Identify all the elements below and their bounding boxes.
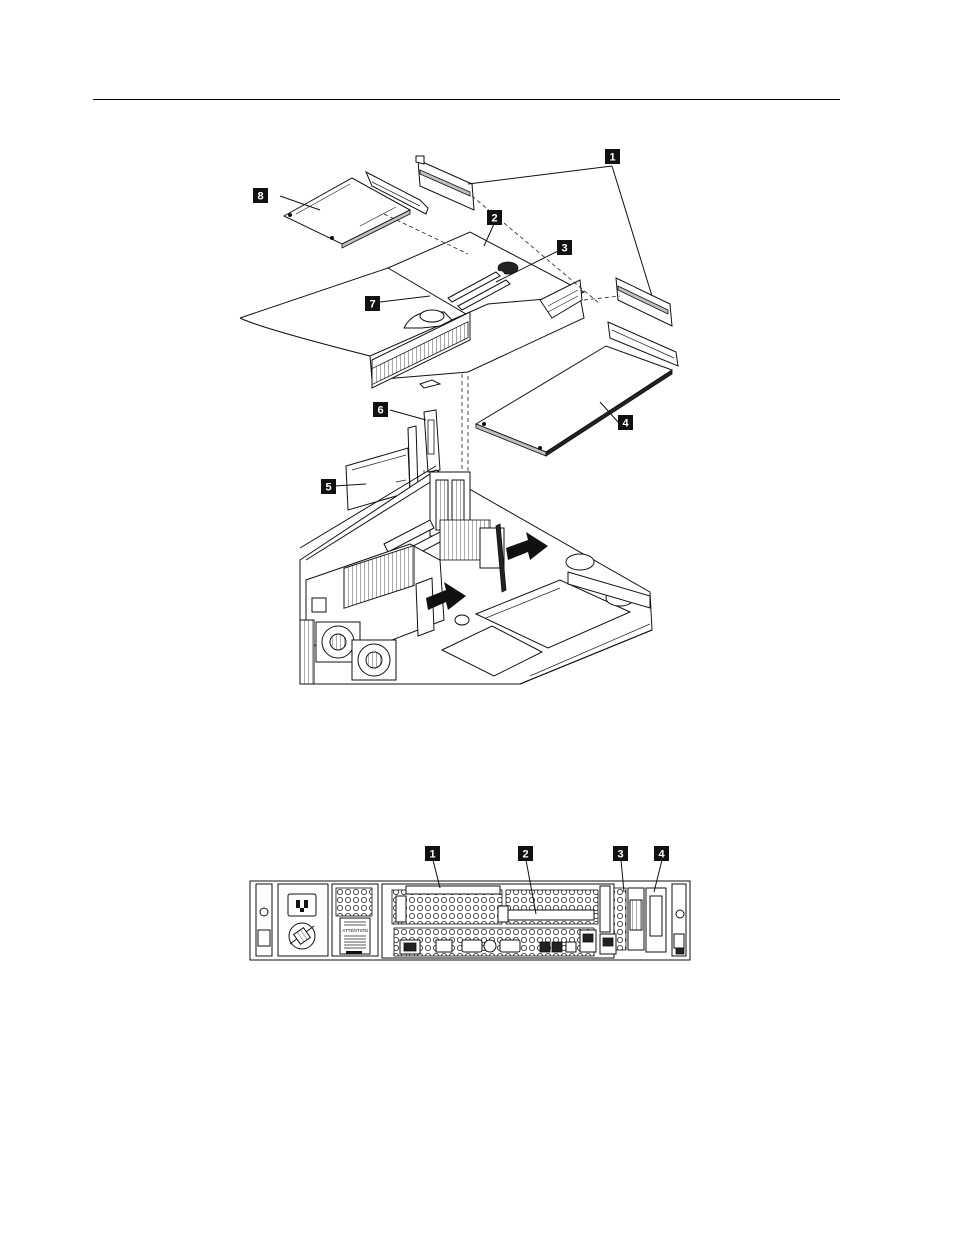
svg-text:3: 3 xyxy=(617,849,623,861)
callout-8: 8 xyxy=(253,188,268,203)
callout-4: 4 xyxy=(618,415,633,430)
callout-6: 6 xyxy=(373,402,388,417)
power-supply-filler: ATTENTION xyxy=(332,884,378,956)
svg-text:1: 1 xyxy=(429,849,435,861)
power-supply xyxy=(278,884,328,956)
callout-7: 7 xyxy=(365,296,380,311)
callout-5: 5 xyxy=(321,479,336,494)
rear-callout-4: 4 xyxy=(654,846,669,861)
svg-text:5: 5 xyxy=(325,482,331,494)
usb-port-1 xyxy=(540,942,550,952)
svg-text:2: 2 xyxy=(522,849,528,861)
serial-port xyxy=(436,940,452,952)
svg-text:3: 3 xyxy=(561,243,567,255)
svg-text:6: 6 xyxy=(377,405,383,417)
callout-1: 1 xyxy=(605,149,620,164)
slot-2 xyxy=(508,910,594,920)
callout-2: 2 xyxy=(487,210,502,225)
usb-port-2 xyxy=(552,942,562,952)
adapter-card-8 xyxy=(284,172,428,248)
svg-text:4: 4 xyxy=(658,849,665,861)
svg-text:2: 2 xyxy=(491,213,497,225)
callout-3: 3 xyxy=(557,240,572,255)
filler-bracket-1-top xyxy=(416,156,474,210)
riser-cage-2 xyxy=(240,232,584,388)
pci-slot-area xyxy=(382,884,614,958)
svg-text:8: 8 xyxy=(257,191,263,203)
rear-callout-1: 1 xyxy=(425,846,440,861)
filler-bracket-1-right xyxy=(616,278,672,326)
rear-view-figure: ATTENTION xyxy=(250,846,690,960)
rear-callout-2: 2 xyxy=(518,846,533,861)
svg-text:1: 1 xyxy=(609,152,615,164)
slot-filler-1 xyxy=(406,886,500,894)
attention-label: ATTENTION xyxy=(342,928,368,933)
rear-callout-3: 3 xyxy=(613,846,628,861)
svg-text:4: 4 xyxy=(622,418,629,430)
svg-text:7: 7 xyxy=(369,299,375,311)
bracket-6 xyxy=(424,410,440,472)
riser-exploded-figure: 1 8 2 3 7 6 4 5 xyxy=(240,149,678,684)
